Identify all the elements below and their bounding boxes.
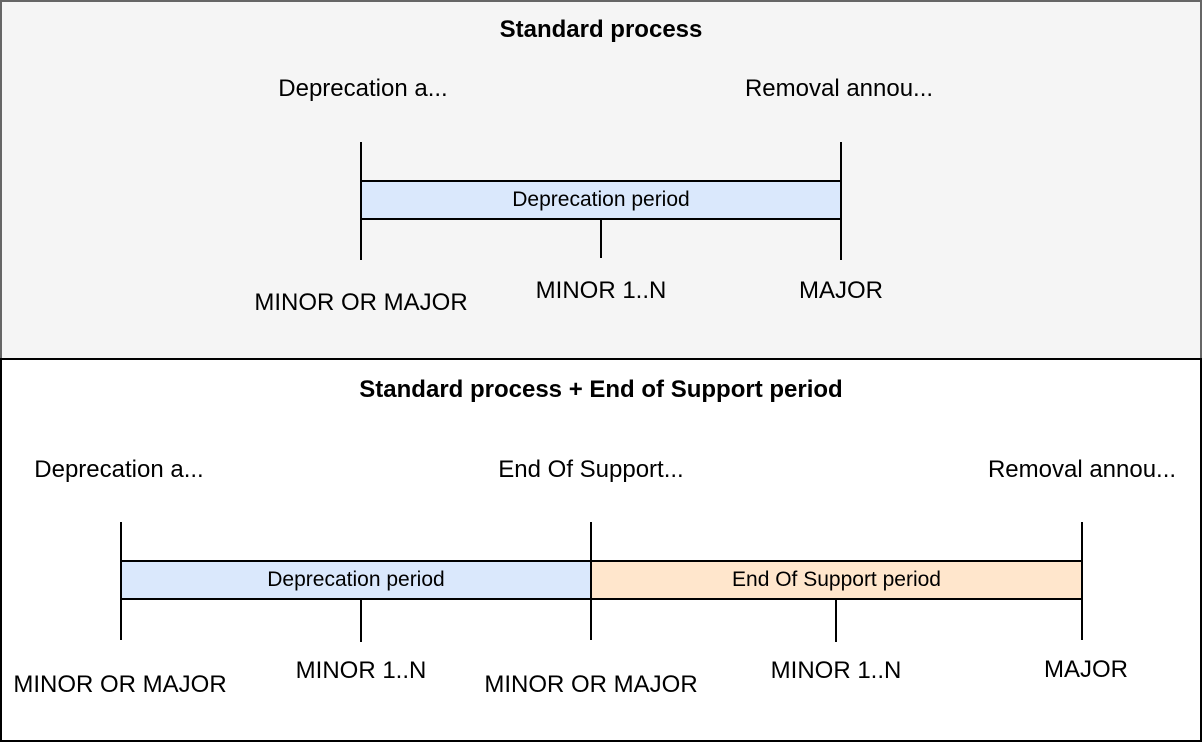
annotation-removal-announcement: Removal annou...	[744, 75, 934, 102]
milestone-minor-1n: MINOR 1..N	[535, 277, 667, 304]
timeline-tick-minor	[600, 220, 602, 258]
milestone-minor-1n: MINOR 1..N	[770, 657, 902, 684]
annotation-removal-announcement: Removal annou...	[987, 456, 1177, 483]
panel-title-standard-process-eos: Standard process + End of Support period	[359, 376, 843, 403]
milestone-minor-1n: MINOR 1..N	[295, 657, 427, 684]
milestone-minor-or-major: MINOR OR MAJOR	[13, 671, 227, 698]
milestone-minor-or-major: MINOR OR MAJOR	[254, 289, 468, 316]
annotation-deprecation-announcement: Deprecation a...	[278, 75, 448, 102]
milestone-major: MAJOR	[799, 277, 883, 304]
timeline-tick-minor	[835, 600, 837, 642]
panel-title-standard-process: Standard process	[499, 16, 703, 43]
standard-process-eos-panel	[0, 358, 1202, 742]
timeline-tick-minor	[360, 600, 362, 642]
annotation-deprecation-announcement: Deprecation a...	[34, 456, 204, 483]
deprecation-period-bar: Deprecation period	[360, 180, 842, 220]
annotation-end-of-support-announcement: End Of Support...	[498, 456, 684, 483]
deprecation-period-bar: Deprecation period	[120, 560, 592, 600]
milestone-minor-or-major: MINOR OR MAJOR	[484, 671, 698, 698]
end-of-support-period-bar: End Of Support period	[590, 560, 1083, 600]
milestone-major: MAJOR	[1044, 656, 1128, 683]
